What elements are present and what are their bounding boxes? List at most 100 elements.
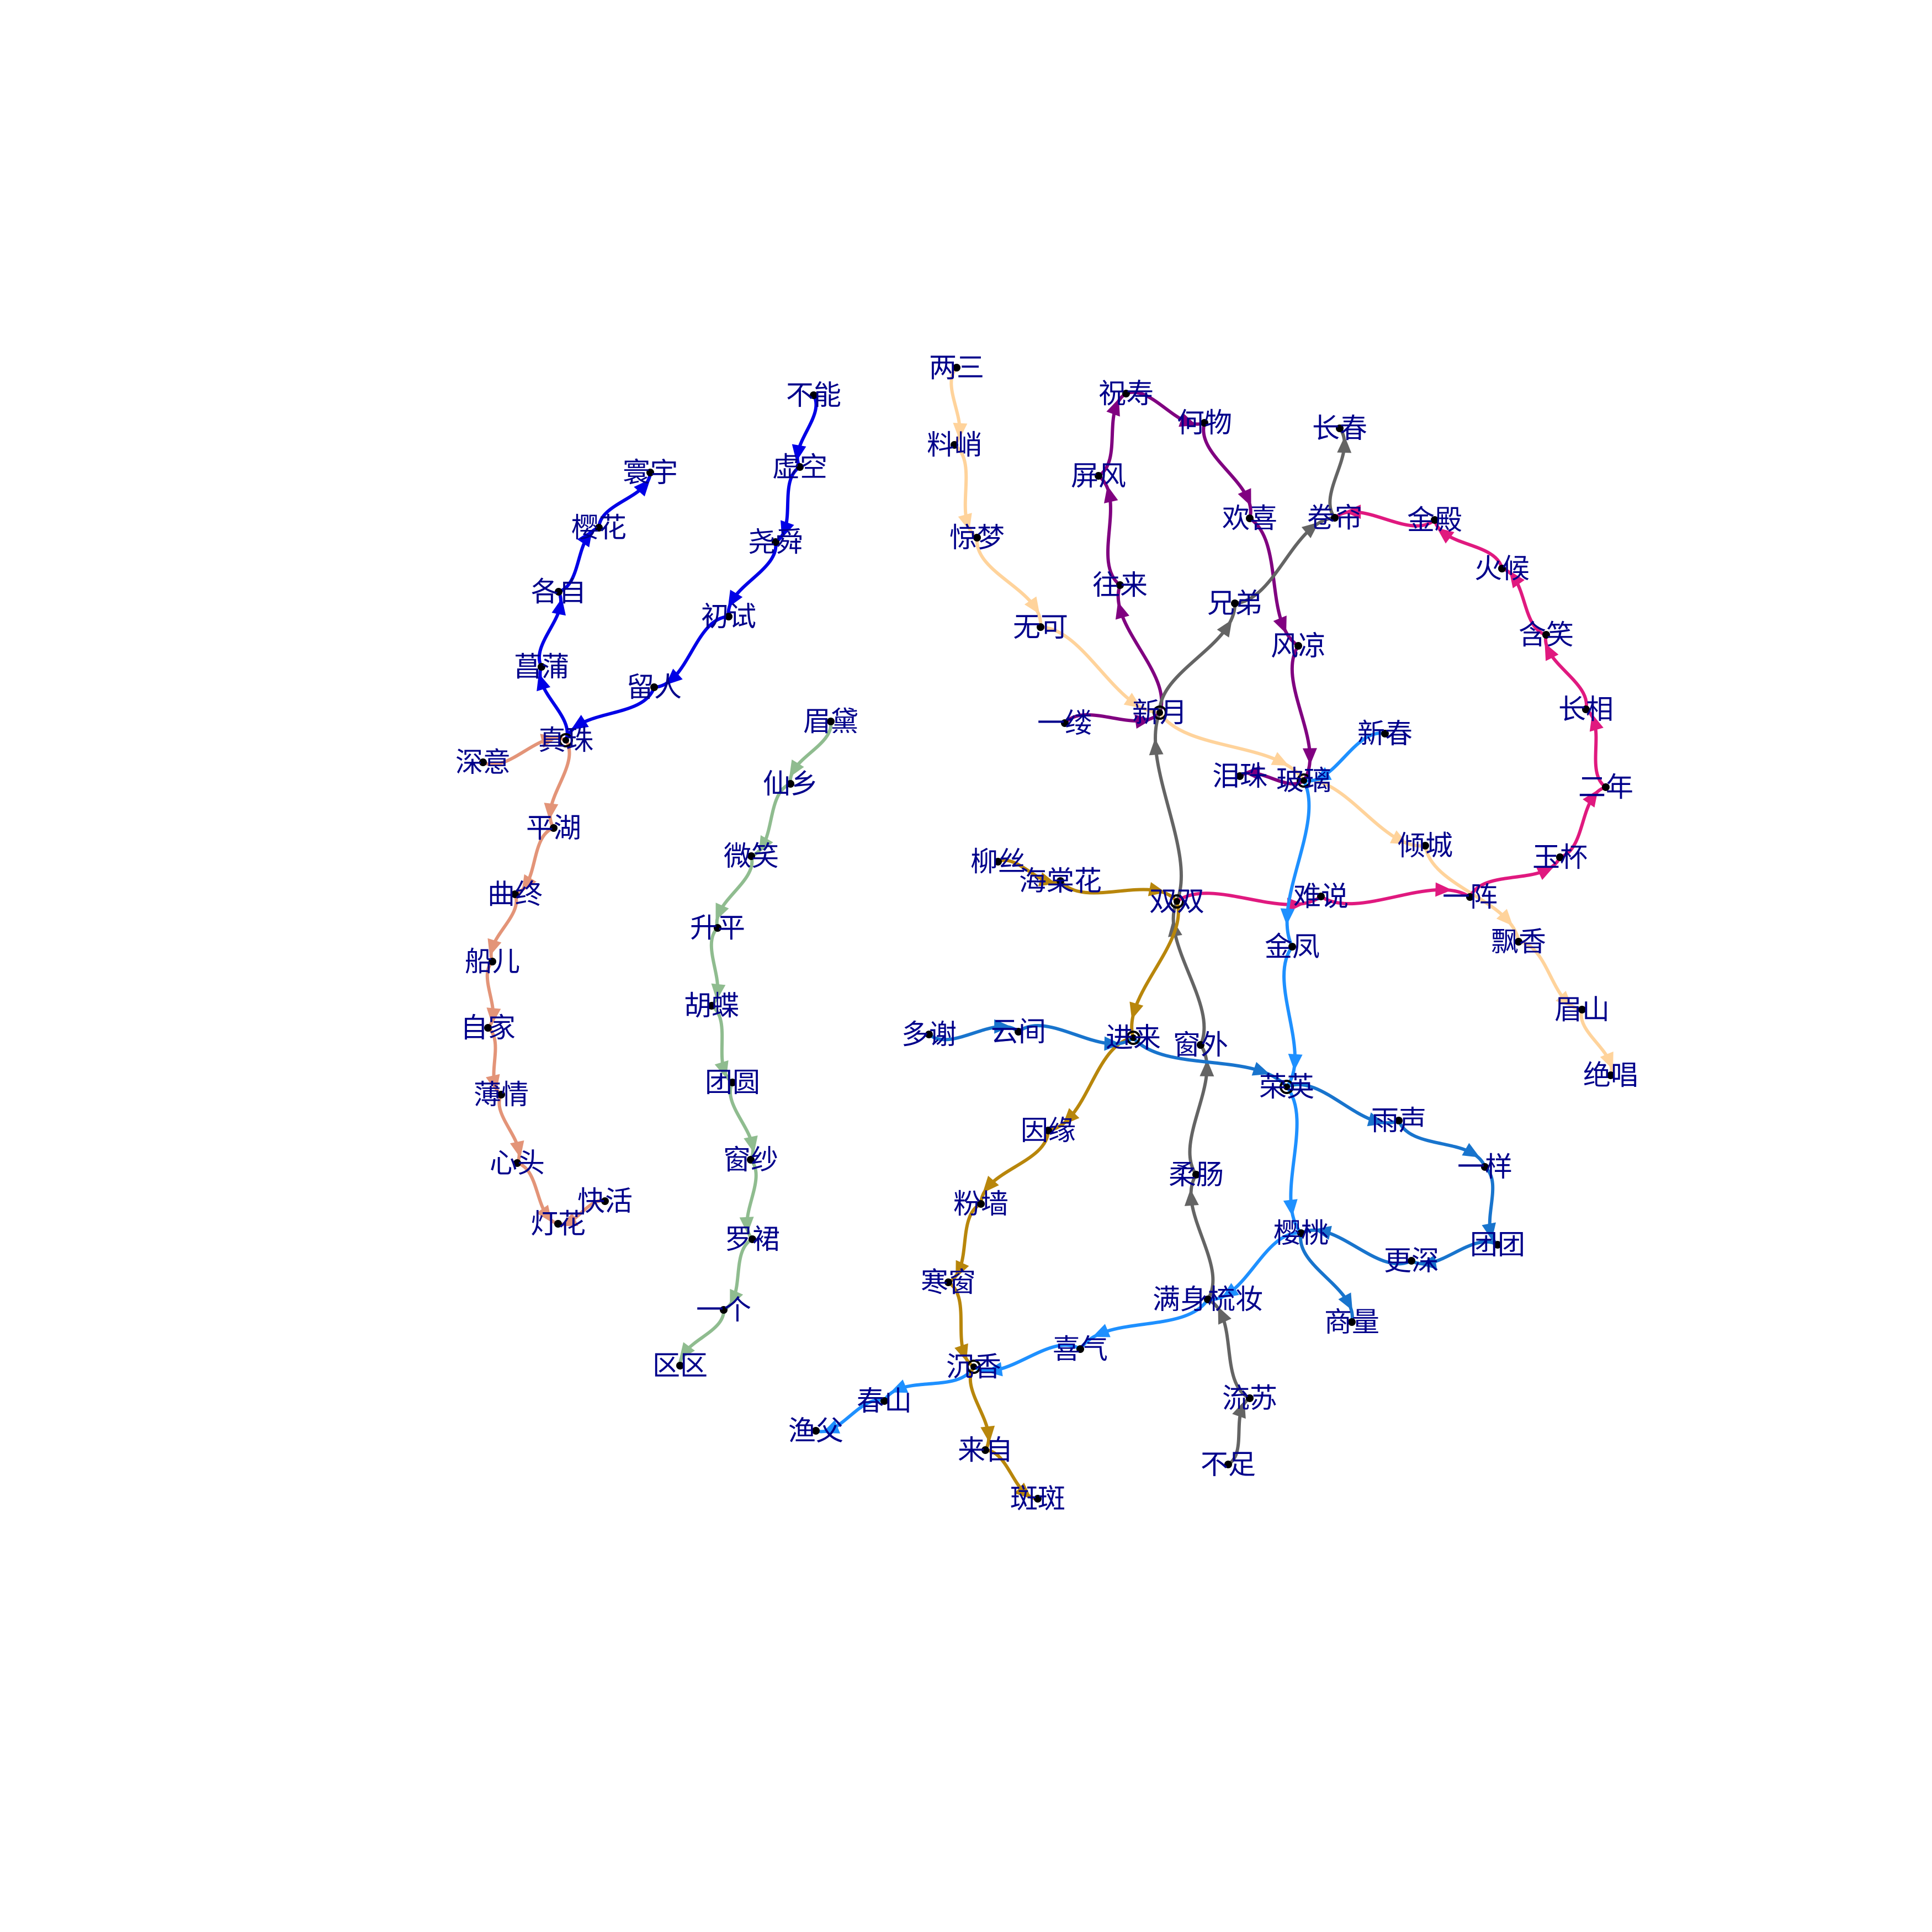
node-dot — [676, 1362, 684, 1370]
edge-满身梳妆-to-柔肠 — [1189, 1173, 1215, 1301]
edge-新月-to-玻璃 — [1158, 711, 1305, 782]
edge-一缕-to-新月 — [1063, 711, 1161, 725]
edge-留人-to-真珠 — [564, 686, 656, 742]
node-label: 因缘 — [1021, 1114, 1076, 1147]
node-label: 渔父 — [788, 1415, 843, 1447]
node-dot — [1381, 730, 1389, 737]
edge-进来-to-荣英 — [1132, 1036, 1288, 1089]
edge-arrowhead — [1283, 1199, 1298, 1217]
node-dot — [1431, 516, 1439, 524]
edge-arrowhead — [1104, 1036, 1121, 1051]
edge-arrowhead — [540, 734, 558, 748]
node-label: 新春 — [1357, 718, 1413, 750]
node-label: 寒窗 — [921, 1266, 976, 1298]
edge-arrowhead — [1389, 830, 1408, 845]
edge-初试-to-留人 — [652, 615, 730, 689]
edge-arrowhead — [544, 803, 559, 820]
edge-arrowhead — [711, 983, 726, 1001]
hub-node-ring — [967, 1360, 981, 1374]
node-label: 云间 — [991, 1016, 1046, 1048]
node-dot — [1037, 623, 1044, 631]
edge-arrowhead — [1104, 485, 1118, 503]
node-dot — [1197, 1041, 1204, 1049]
edge-arrowhead — [537, 673, 551, 692]
node-dot — [1466, 893, 1474, 901]
node-label: 双双 — [1149, 885, 1204, 917]
edge-arrowhead — [739, 1217, 754, 1234]
node-label: 窗纱 — [723, 1144, 778, 1176]
node-dot — [1246, 1394, 1254, 1402]
edge-双双-to-进来 — [1130, 900, 1180, 1039]
edge-arrowhead — [536, 1204, 552, 1223]
edge-arrowhead — [1482, 1222, 1496, 1240]
node-label: 泪珠 — [1212, 760, 1267, 792]
node-label: 初试 — [701, 601, 756, 633]
node-label: 曲终 — [487, 878, 543, 910]
edge-arrowhead — [1232, 1400, 1246, 1419]
edge-arrowhead — [730, 1288, 744, 1307]
node-label: 快活 — [577, 1185, 633, 1217]
node-dot — [1044, 1127, 1052, 1134]
node-dot — [550, 824, 558, 832]
edge-arrowhead — [758, 835, 773, 853]
edge-金殿-to-卷帘 — [1333, 510, 1436, 528]
node-dot — [1236, 772, 1244, 780]
node-dot — [977, 1200, 985, 1208]
edge-arrowhead — [1129, 1001, 1144, 1020]
edge-arrowhead — [954, 1343, 968, 1362]
node-dot — [1408, 1257, 1415, 1265]
edge-arrowhead — [487, 938, 502, 957]
node-dot — [1231, 599, 1239, 607]
node-label: 不能 — [786, 379, 841, 411]
edge-柔肠-to-窗外 — [1188, 1043, 1209, 1176]
node-dot — [562, 737, 569, 744]
edge-arrowhead — [1092, 1324, 1111, 1337]
hub-node-ring — [1170, 894, 1184, 909]
node-dot — [827, 718, 835, 725]
edge-arrowhead — [1301, 522, 1319, 538]
node-label: 一阵 — [1442, 881, 1498, 913]
node-label: 绝唱 — [1583, 1059, 1638, 1091]
edge-arrowhead — [1038, 872, 1057, 887]
edge-金凤-to-荣英 — [1282, 945, 1297, 1089]
edge-欢喜-to-风凉 — [1248, 517, 1300, 647]
node-label: 真珠 — [538, 724, 593, 756]
node-label: 斑斑 — [1010, 1483, 1065, 1515]
edge-流苏-to-满身梳妆 — [1206, 1298, 1251, 1400]
edge-arrowhead — [1556, 990, 1573, 1008]
edge-arrowhead — [1367, 1112, 1386, 1127]
edge-arrowhead — [551, 598, 566, 616]
edge-arrowhead — [577, 529, 593, 548]
edge-更深-to-樱桃 — [1299, 1228, 1413, 1266]
edge-arrowhead — [983, 1176, 999, 1193]
node-dot — [812, 1427, 820, 1435]
node-label: 仙乡 — [763, 768, 818, 800]
edge-卷帘-to-长春 — [1328, 427, 1346, 519]
node-dot — [994, 858, 1002, 866]
node-dot — [720, 1306, 728, 1314]
edge-arrowhead — [956, 1260, 969, 1278]
node-label: 船儿 — [465, 946, 520, 978]
edge-arrowhead — [1583, 789, 1598, 808]
edge-新月-to-兄弟 — [1158, 602, 1237, 714]
node-dot — [1542, 631, 1550, 639]
node-dot — [595, 524, 603, 532]
node-label: 樱桃 — [1273, 1217, 1329, 1249]
node-label: 长春 — [1312, 412, 1367, 444]
edge-arrowhead — [1271, 752, 1289, 766]
node-label: 心头 — [490, 1147, 545, 1179]
edge-arrowhead — [1123, 693, 1142, 708]
edge-因缘-to-粉墙 — [979, 1129, 1050, 1206]
edge-难说-to-一阵 — [1319, 888, 1472, 906]
edge-arrowhead — [486, 1074, 500, 1092]
edge-arrowhead — [571, 714, 589, 730]
edge-arrowhead — [1217, 619, 1232, 638]
node-label: 留人 — [627, 671, 682, 703]
node-dot — [484, 1024, 492, 1032]
node-label: 长相 — [1558, 693, 1613, 725]
node-dot — [1116, 581, 1124, 589]
node-label: 商量 — [1324, 1306, 1379, 1338]
edge-喜气-to-沉香 — [972, 1343, 1082, 1373]
node-label: 团圆 — [705, 1066, 760, 1098]
